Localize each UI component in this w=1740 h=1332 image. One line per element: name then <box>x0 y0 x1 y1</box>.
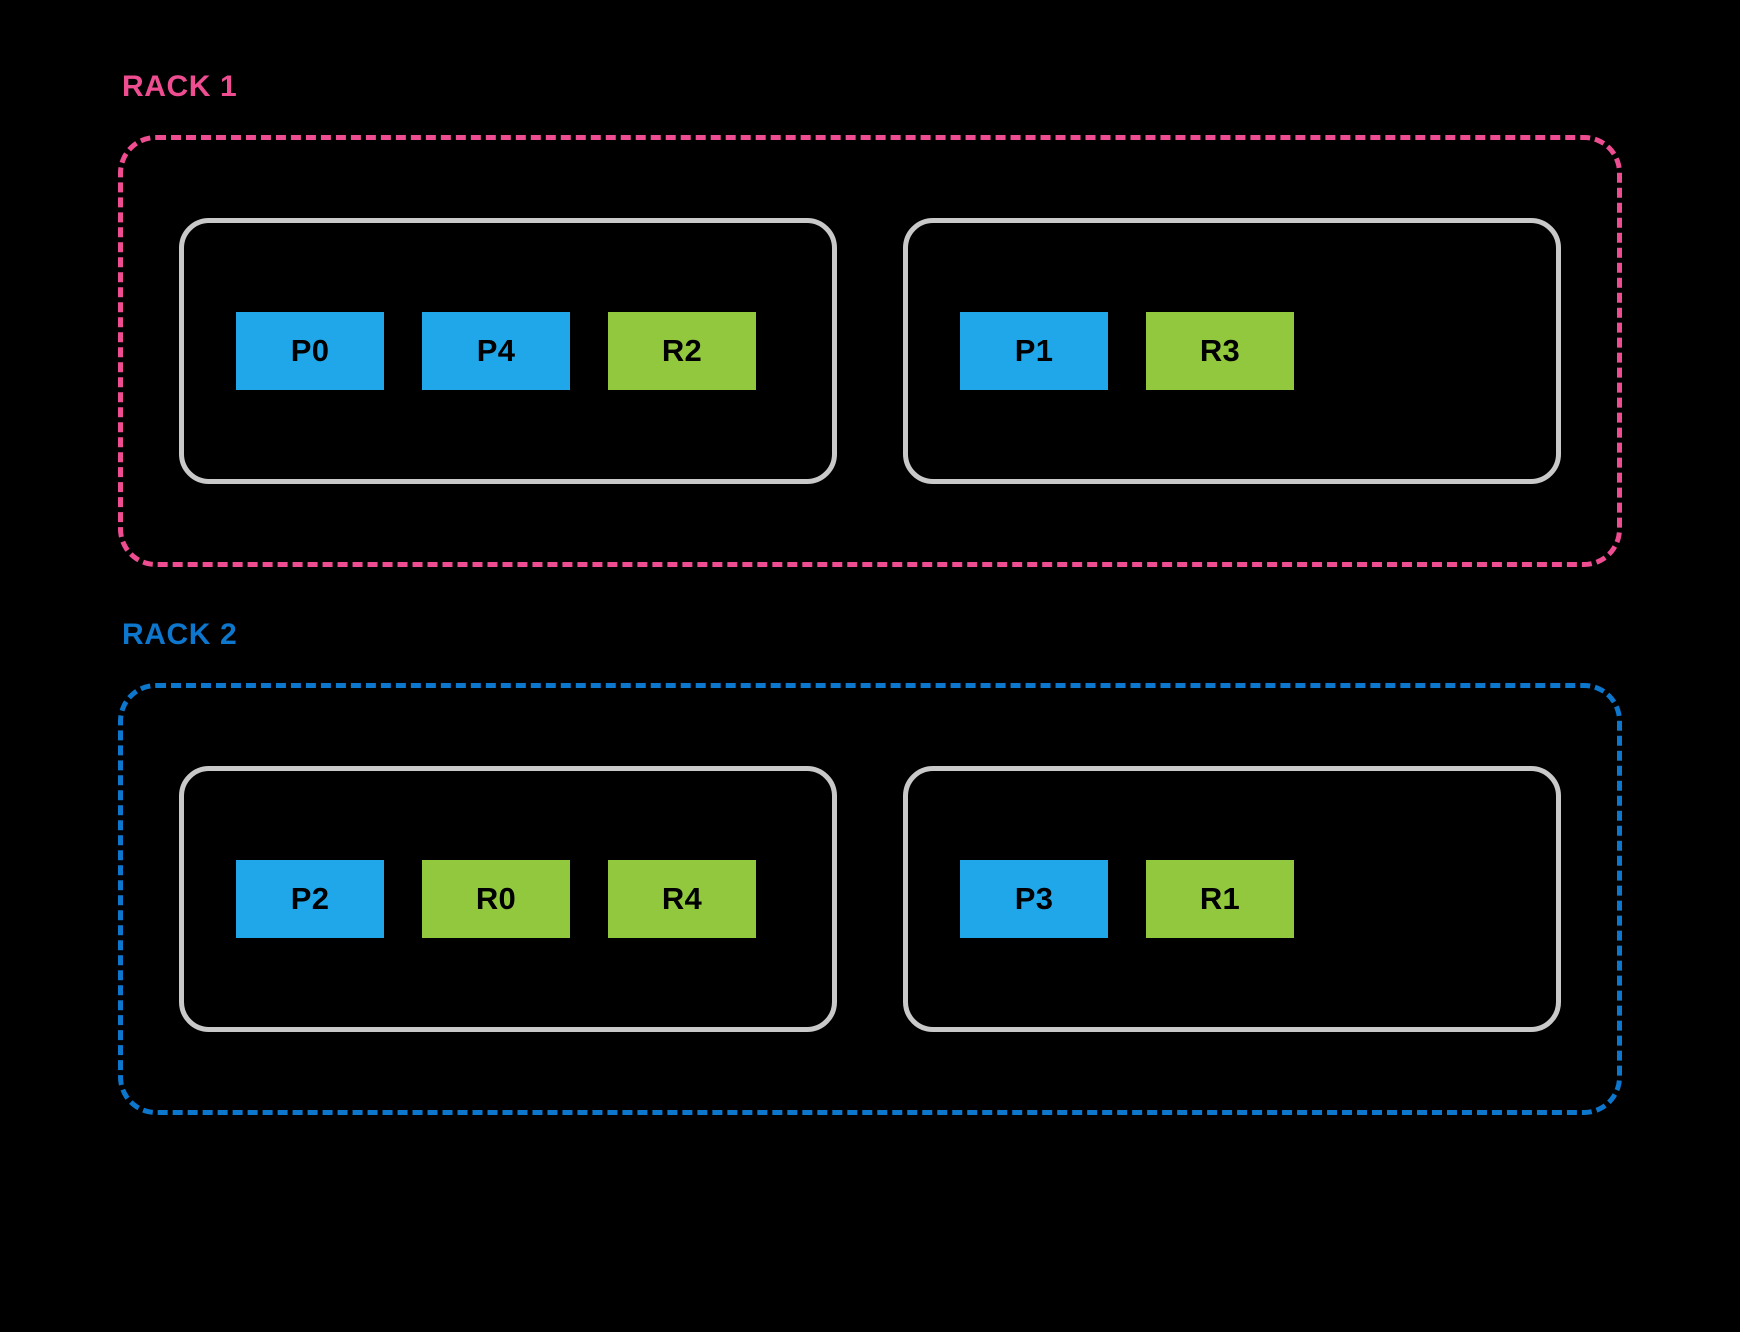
rack-group-2: RACK 2 P2 R0 R4 P3 R1 <box>118 620 1622 1115</box>
rack-label-1: RACK 1 <box>122 70 238 103</box>
broker-box-2-2: P3 R1 <box>903 766 1561 1032</box>
partition-chip: P4 <box>422 312 570 390</box>
broker-box-2-1: P2 R0 R4 <box>179 766 837 1032</box>
partition-chip: P0 <box>236 312 384 390</box>
replica-chip: R1 <box>1146 860 1294 938</box>
replica-chip: R2 <box>608 312 756 390</box>
rack-label-2: RACK 2 <box>122 618 238 651</box>
rack-boundary-2: P2 R0 R4 P3 R1 <box>118 683 1622 1115</box>
partition-chip: P2 <box>236 860 384 938</box>
broker-box-1-1: P0 P4 R2 <box>179 218 837 484</box>
rack-group-1: RACK 1 P0 P4 R2 P1 R3 <box>118 72 1622 567</box>
rack-boundary-1: P0 P4 R2 P1 R3 <box>118 135 1622 567</box>
replica-chip: R3 <box>1146 312 1294 390</box>
replica-chip: R4 <box>608 860 756 938</box>
replica-chip: R0 <box>422 860 570 938</box>
partition-chip: P3 <box>960 860 1108 938</box>
broker-box-1-2: P1 R3 <box>903 218 1561 484</box>
partition-chip: P1 <box>960 312 1108 390</box>
